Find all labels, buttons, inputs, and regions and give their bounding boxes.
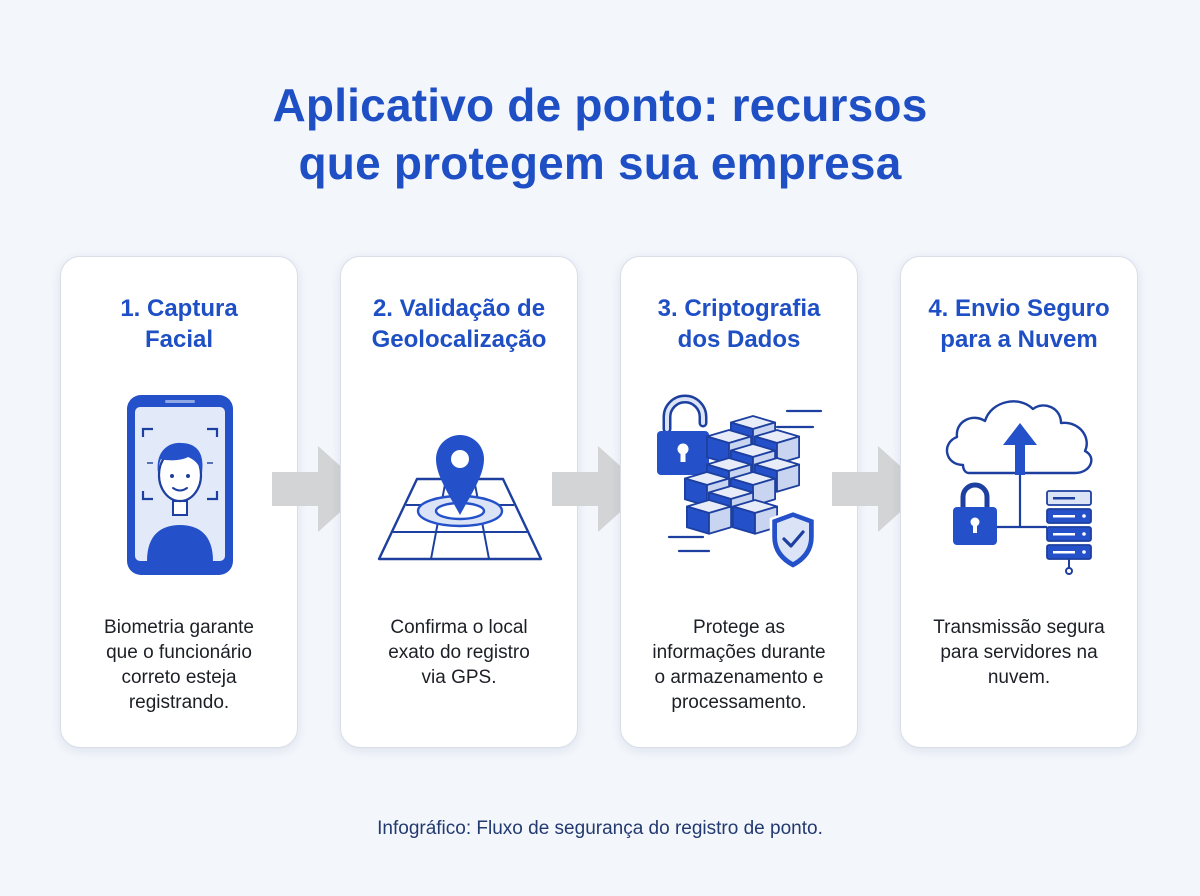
- step-4-desc-line: nuvem.: [987, 667, 1051, 688]
- step-card-2: 2. Validação de Geolocalização Confirma …: [340, 256, 578, 748]
- title-line-1: Aplicativo de ponto: recursos: [272, 79, 928, 131]
- step-4-desc-line: Transmissão segura: [933, 617, 1105, 638]
- step-1-desc-line: correto esteja: [121, 667, 237, 688]
- step-3-desc-line: Protege as: [693, 617, 785, 638]
- step-1-desc-line: Biometria garante: [104, 617, 254, 638]
- step-2-desc-line: via GPS.: [421, 667, 497, 688]
- step-3-title: 3. Criptografia dos Dados: [629, 293, 849, 355]
- step-3-desc-line: o armazenamento e: [654, 667, 824, 688]
- step-2-description: Confirma o local exato do registro via G…: [353, 615, 565, 690]
- flow-arrow-icon: [272, 446, 366, 532]
- step-3-title-line-2: dos Dados: [677, 326, 801, 353]
- step-card-4: 4. Envio Seguro para a Nuvem: [900, 256, 1138, 748]
- step-4-title-line-1: 4. Envio Seguro: [928, 295, 1110, 322]
- step-card-1: 1. Captura Facial: [60, 256, 298, 748]
- step-2-desc-line: Confirma o local: [390, 617, 528, 638]
- step-4-title: 4. Envio Seguro para a Nuvem: [909, 293, 1129, 355]
- step-2-desc-line: exato do registro: [388, 642, 530, 663]
- step-3-desc-line: informações durante: [652, 642, 826, 663]
- step-4-description: Transmissão segura para servidores na nu…: [913, 615, 1125, 690]
- step-1-title-line-1: 1. Captura: [120, 295, 238, 322]
- step-2-title-line-1: 2. Validação de: [372, 295, 546, 322]
- step-card-3: 3. Criptografia dos Dados Pro: [620, 256, 858, 748]
- page-title: Aplicativo de ponto: recursos que proteg…: [0, 76, 1200, 192]
- smartphone-face-scan-icon: [95, 387, 265, 577]
- step-1-title-line-2: Facial: [144, 326, 214, 353]
- encryption-blocks-icon: [655, 387, 825, 577]
- step-3-title-line-1: 3. Criptografia: [657, 295, 821, 322]
- step-1-desc-line: registrando.: [128, 692, 230, 713]
- flow-arrow-icon: [832, 446, 926, 532]
- map-pin-icon: [375, 387, 545, 577]
- cloud-upload-icon: [935, 387, 1105, 577]
- step-2-title: 2. Validação de Geolocalização: [349, 293, 569, 355]
- flow-arrow-icon: [552, 446, 646, 532]
- step-3-description: Protege as informações durante o armazen…: [633, 615, 845, 715]
- step-1-desc-line: que o funcionário: [106, 642, 252, 663]
- step-4-title-line-2: para a Nuvem: [940, 326, 1098, 353]
- title-line-2: que protegem sua empresa: [298, 137, 902, 189]
- step-1-title: 1. Captura Facial: [69, 293, 289, 355]
- caption: Infográfico: Fluxo de segurança do regis…: [377, 818, 823, 839]
- step-4-desc-line: para servidores na: [940, 642, 1098, 663]
- step-3-desc-line: processamento.: [671, 692, 807, 713]
- step-1-description: Biometria garante que o funcionário corr…: [73, 615, 285, 715]
- step-2-title-line-2: Geolocalização: [371, 326, 547, 353]
